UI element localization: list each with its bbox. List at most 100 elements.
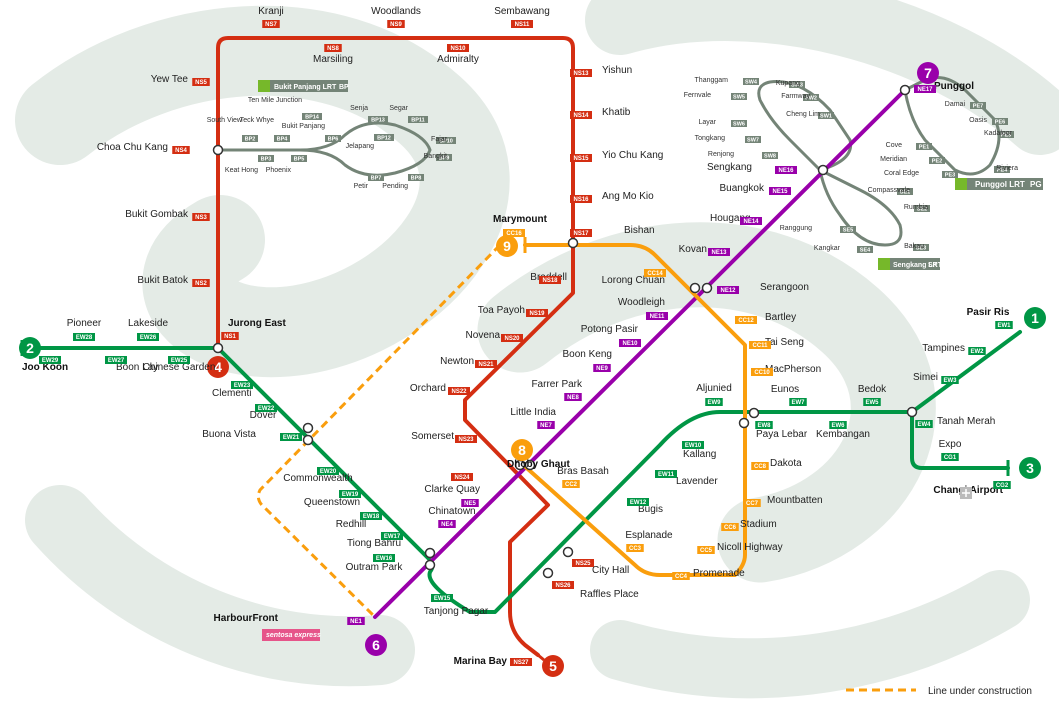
- station-braddell[interactable]: BraddellNS18: [530, 272, 567, 284]
